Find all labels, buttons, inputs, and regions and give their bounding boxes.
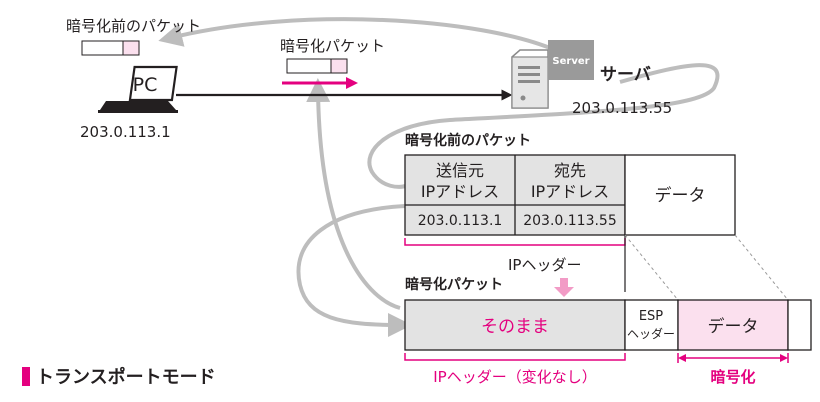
ip-header-label: IPヘッダー [508, 256, 581, 274]
encrypted-label: 暗号化 [710, 368, 755, 386]
dst-line2: IPアドレス [531, 182, 609, 201]
mode-title: トランスポートモード [36, 366, 216, 388]
plain-data: データ [655, 185, 706, 206]
src-line1: 送信元 [436, 161, 484, 180]
plain-packet [404, 154, 736, 236]
flow-arrow-to-pc-caption [158, 17, 556, 52]
server-icon [511, 40, 594, 109]
flow-arrow-header-down [296, 204, 412, 337]
encrypted-range-brace [677, 353, 789, 363]
ip-header-unchanged-label: IPヘッダー（変化なし） [433, 368, 596, 386]
encrypted-packet [404, 299, 812, 351]
server-label: サーバ [600, 65, 651, 85]
as-is-label: そのまま [481, 317, 549, 337]
server-badge: Server [552, 56, 589, 67]
dst-line1: 宛先 [554, 161, 586, 180]
esp-line2: ヘッダー [627, 326, 675, 341]
dash-line-right [734, 234, 789, 301]
unchanged-brace [404, 353, 626, 361]
encrypted-packet-mini-icon [286, 58, 348, 74]
pc-packet-caption: 暗号化前のパケット [66, 17, 201, 35]
transit-caption: 暗号化パケット [280, 37, 385, 55]
dash-line-left [624, 234, 679, 301]
pc-ip: 203.0.113.1 [80, 123, 171, 141]
plain-packet-title: 暗号化前のパケット [405, 132, 531, 149]
dst-value: 203.0.113.55 [523, 213, 617, 229]
ip-header-brace [404, 238, 626, 246]
src-line2: IPアドレス [421, 182, 499, 201]
server-ip: 203.0.113.55 [572, 99, 672, 117]
encrypted-packet-title: 暗号化パケット [405, 276, 503, 293]
mode-title-marker [22, 367, 30, 386]
pc-label: PC [133, 74, 158, 96]
src-value: 203.0.113.1 [418, 213, 503, 229]
pc-icon [98, 65, 178, 113]
encrypted-data: データ [708, 316, 759, 337]
flow-arrow-server-to-pc-packet [367, 63, 720, 189]
plain-packet-mini-icon [81, 40, 140, 56]
down-arrow-pink [554, 278, 574, 297]
esp-line1: ESP [639, 309, 663, 324]
flow-arrow-up-to-transit [306, 78, 401, 310]
